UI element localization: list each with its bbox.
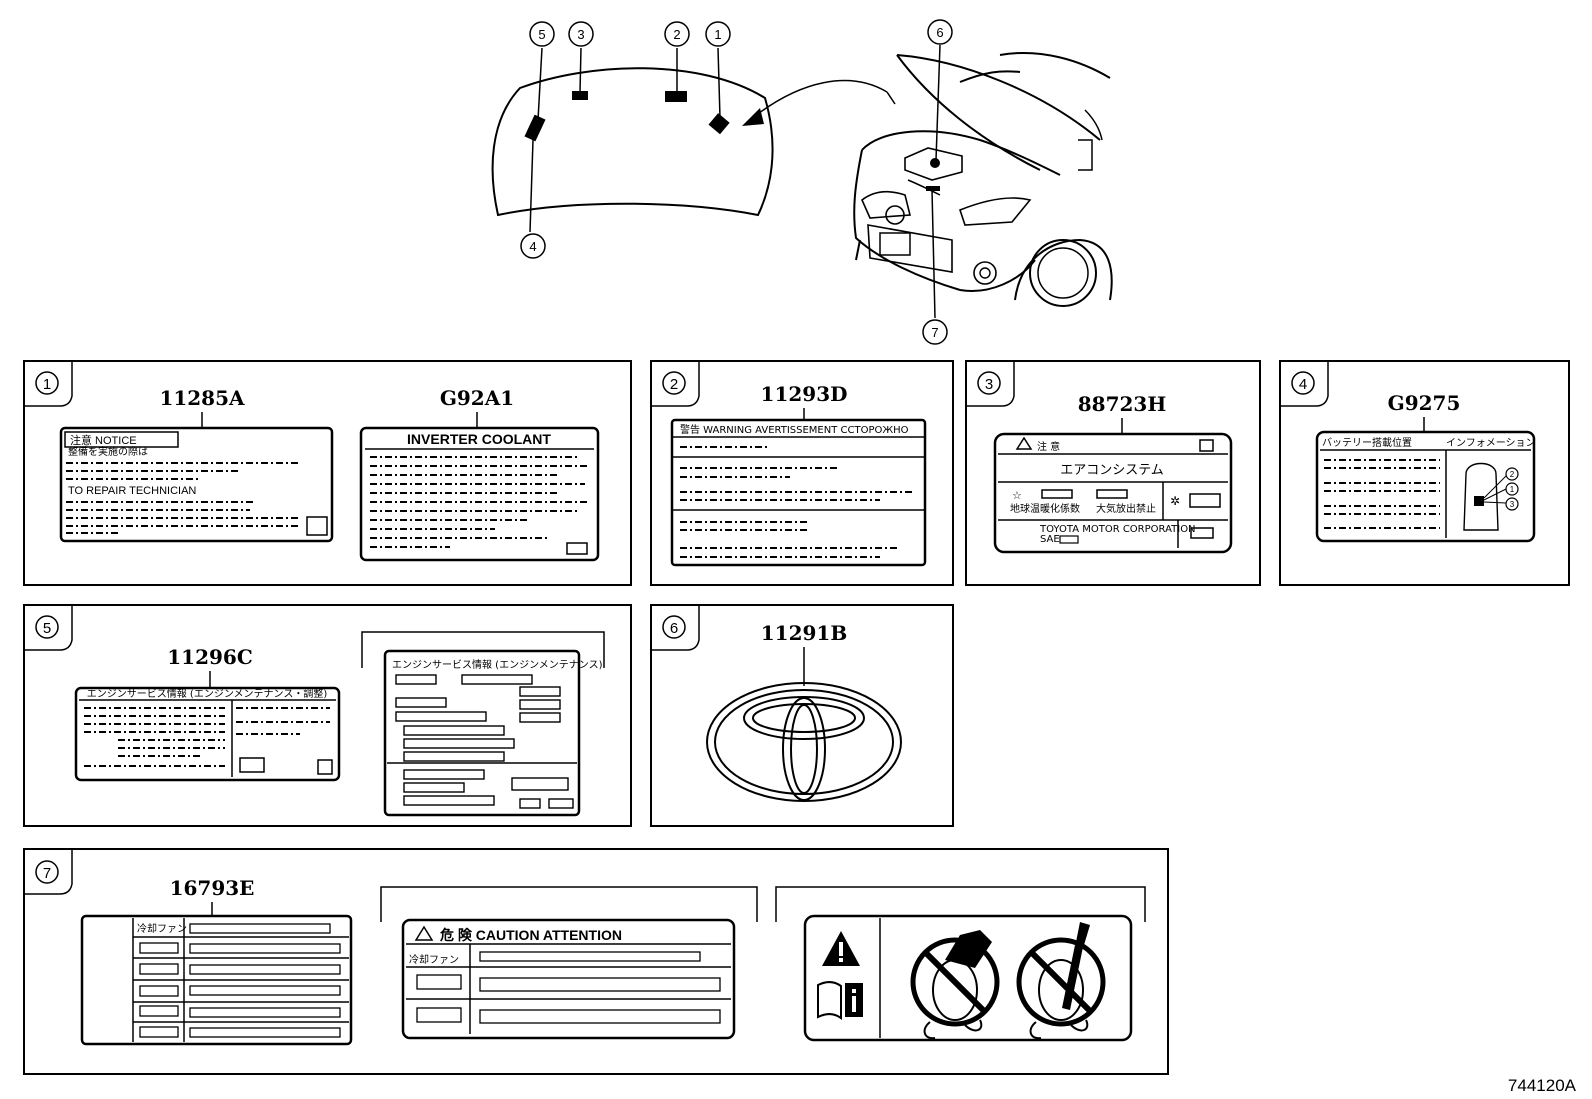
hood-sticker-3 <box>572 91 588 100</box>
caution-attention-header: 危 険 CAUTION ATTENTION <box>439 927 622 943</box>
inverter-header: INVERTER COOLANT <box>407 431 551 447</box>
label-11296C-a <box>74 686 341 782</box>
label-caution-fan <box>401 918 736 1040</box>
hood-sticker-2 <box>665 91 687 102</box>
battery-header-right: インフォメーション <box>1446 438 1536 449</box>
label-right-text: 大気放出禁止 <box>1096 502 1156 515</box>
part-G92A1: G92A1 <box>440 386 514 410</box>
fan-label: 冷却ファン <box>137 922 187 935</box>
label-16793E <box>80 914 353 1046</box>
hood-sticker-5 <box>524 114 546 142</box>
panel-7-number: 7 <box>43 865 51 882</box>
label-footer: TOYOTA MOTOR CORPORATION <box>1039 524 1196 535</box>
callout-6: 6 <box>936 25 943 40</box>
part-16793E: 16793E <box>170 876 255 900</box>
star-icon: ☆ <box>1012 489 1022 502</box>
part-11285A: 11285A <box>159 386 245 410</box>
panel-2 <box>650 360 954 586</box>
panel-4 <box>1279 360 1570 586</box>
part-11291B: 11291B <box>761 621 847 645</box>
label-fan-pictogram <box>803 914 1133 1042</box>
battery-header-left: バッテリー搭載位置 <box>1322 436 1412 449</box>
panel-1 <box>23 360 632 586</box>
aircon-icon: ✲ <box>1170 494 1180 508</box>
panel-4-number: 4 <box>1299 376 1307 393</box>
label-11293D <box>670 418 927 567</box>
battery-sub-3: 3 <box>1510 500 1515 509</box>
hood-illustration <box>491 47 896 233</box>
battery-sub-1: 1 <box>1510 485 1515 494</box>
caution-header-jp: 注 意 <box>1037 440 1060 453</box>
no-tool-fan-icon <box>1016 922 1106 1040</box>
car-illustration <box>853 44 1113 319</box>
hood-callouts <box>520 21 731 259</box>
warning-header: 警告 WARNING AVERTISSEMENT CCTOPOЖHO <box>680 423 909 436</box>
fan-label-b: 冷却ファン <box>409 953 459 966</box>
panel-7 <box>23 848 1169 1075</box>
manual-book-icon <box>817 981 863 1020</box>
panel-6 <box>650 604 954 827</box>
panel-5 <box>23 604 632 827</box>
notice-header: 注意 NOTICE <box>70 433 137 447</box>
panel-3-number: 3 <box>985 376 993 393</box>
toyota-emblem-icon <box>706 682 902 802</box>
label-11296C-b <box>383 649 581 817</box>
label-footer-sub: SAE <box>1040 534 1060 545</box>
label-G92A1 <box>359 426 600 562</box>
callout-3: 3 <box>577 27 584 42</box>
hood-sticker-1 <box>708 113 730 135</box>
notice-line-1: 整備を実施の際は <box>68 445 148 458</box>
panel-1-number: 1 <box>43 376 51 393</box>
panel-5-number: 5 <box>43 620 51 637</box>
part-G9275: G9275 <box>1388 391 1461 415</box>
callout-5: 5 <box>538 27 545 42</box>
aircon-system-title: エアコンシステム <box>1060 463 1164 478</box>
part-11296C: 11296C <box>167 645 253 669</box>
callout-7: 7 <box>931 325 938 340</box>
panel-2-number: 2 <box>670 376 678 393</box>
label-5a-header: エンジンサービス情報 (エンジンメンテナンス・調整) <box>87 687 328 700</box>
callout-4: 4 <box>529 239 536 254</box>
no-hand-fan-icon <box>910 930 1000 1040</box>
part-88723H: 88723H <box>1078 392 1166 416</box>
label-5b-header: エンジンサービス情報 (エンジンメンテナンス) <box>392 658 603 671</box>
label-11285A <box>59 426 334 543</box>
figure-reference: 744120A <box>1508 1076 1577 1095</box>
panel-6-number: 6 <box>670 620 678 637</box>
label-88723H <box>993 432 1233 554</box>
part-11293D: 11293D <box>761 382 848 406</box>
label-left-text: 地球温暖化係数 <box>1010 502 1080 515</box>
car-callouts <box>922 19 953 345</box>
label-G9275 <box>1315 430 1536 543</box>
notice-line-2: TO REPAIR TECHNICIAN <box>68 485 196 497</box>
callout-2: 2 <box>673 27 680 42</box>
callout-1: 1 <box>714 27 721 42</box>
battery-sub-2: 2 <box>1510 470 1515 479</box>
panel-3 <box>965 360 1261 586</box>
